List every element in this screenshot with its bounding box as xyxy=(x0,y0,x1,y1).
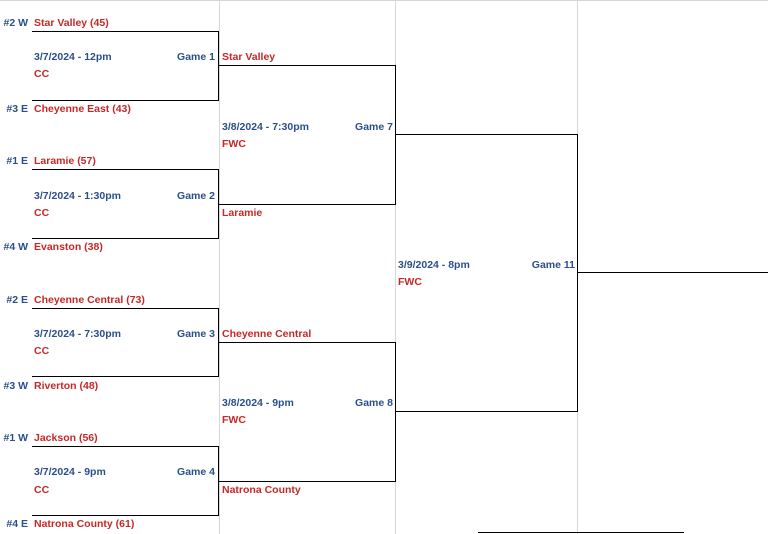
sheet-gridline xyxy=(219,0,220,534)
team-entry: Cheyenne Central (73) xyxy=(34,294,145,306)
bracket-line xyxy=(32,238,219,239)
team-entry: Jackson (56) xyxy=(34,432,98,444)
game-date: 3/7/2024 - 7:30pm xyxy=(34,328,121,340)
game-site: CC xyxy=(34,484,50,496)
seed-label: #4 E xyxy=(6,518,28,530)
game-site: FWC xyxy=(222,138,246,150)
seed-label: #1 E xyxy=(6,155,28,167)
game-number: Game 8 xyxy=(355,397,393,409)
team-entry: Riverton (48) xyxy=(34,380,99,392)
team-entry: Natrona County (61) xyxy=(34,518,135,530)
seed-label: #4 W xyxy=(3,241,28,253)
bracket-line xyxy=(219,481,396,482)
game-site: FWC xyxy=(398,276,422,288)
bracket-line xyxy=(395,411,578,412)
game-site: CC xyxy=(34,207,50,219)
game-site: CC xyxy=(34,345,50,357)
bracket-line xyxy=(219,342,396,343)
advancing-team: Star Valley xyxy=(222,51,276,63)
game-date: 3/7/2024 - 9pm xyxy=(34,466,106,478)
game-site: CC xyxy=(34,68,50,80)
team-entry: Star Valley (45) xyxy=(34,17,109,29)
game-date: 3/9/2024 - 8pm xyxy=(398,259,470,271)
seed-label: #2 W xyxy=(3,17,28,29)
advancing-team: Laramie xyxy=(222,207,263,219)
game-date: 3/7/2024 - 12pm xyxy=(34,51,112,63)
seed-label: #3 E xyxy=(6,103,28,115)
bracket-line xyxy=(218,31,219,100)
team-entry: Laramie (57) xyxy=(34,155,96,167)
bracket-line xyxy=(219,65,396,66)
team-entry: Evanston (38) xyxy=(34,241,103,253)
game-number: Game 7 xyxy=(355,121,393,133)
bracket-line xyxy=(395,134,578,135)
champion-line xyxy=(577,272,768,273)
bracket-line xyxy=(32,446,219,447)
bracket-line xyxy=(32,308,219,309)
game-date: 3/8/2024 - 7:30pm xyxy=(222,121,309,133)
bracket-line xyxy=(32,31,219,32)
bracket-line xyxy=(32,100,219,101)
game-number: Game 2 xyxy=(177,190,215,202)
bracket-line xyxy=(32,515,219,516)
bracket-line xyxy=(32,169,219,170)
game-number: Game 3 xyxy=(177,328,215,340)
bracket-line xyxy=(218,308,219,376)
team-entry: Cheyenne East (43) xyxy=(34,103,131,115)
sheet-gridline xyxy=(395,0,396,534)
advancing-team: Cheyenne Central xyxy=(222,328,312,340)
seed-label: #3 W xyxy=(3,380,28,392)
game-date: 3/7/2024 - 1:30pm xyxy=(34,190,121,202)
bracket-line xyxy=(478,532,684,533)
advancing-team: Natrona County xyxy=(222,484,301,496)
seed-label: #2 E xyxy=(6,294,28,306)
game-number: Game 1 xyxy=(177,51,215,63)
seed-label: #1 W xyxy=(3,432,28,444)
game-site: FWC xyxy=(222,414,246,426)
game-date: 3/8/2024 - 9pm xyxy=(222,397,294,409)
game-number: Game 11 xyxy=(531,259,575,271)
bracket-line xyxy=(218,446,219,515)
bracket-line xyxy=(219,204,396,205)
bracket-line xyxy=(32,376,219,377)
sheet-top-border xyxy=(0,0,768,1)
bracket-line xyxy=(218,169,219,238)
game-number: Game 4 xyxy=(177,466,215,478)
